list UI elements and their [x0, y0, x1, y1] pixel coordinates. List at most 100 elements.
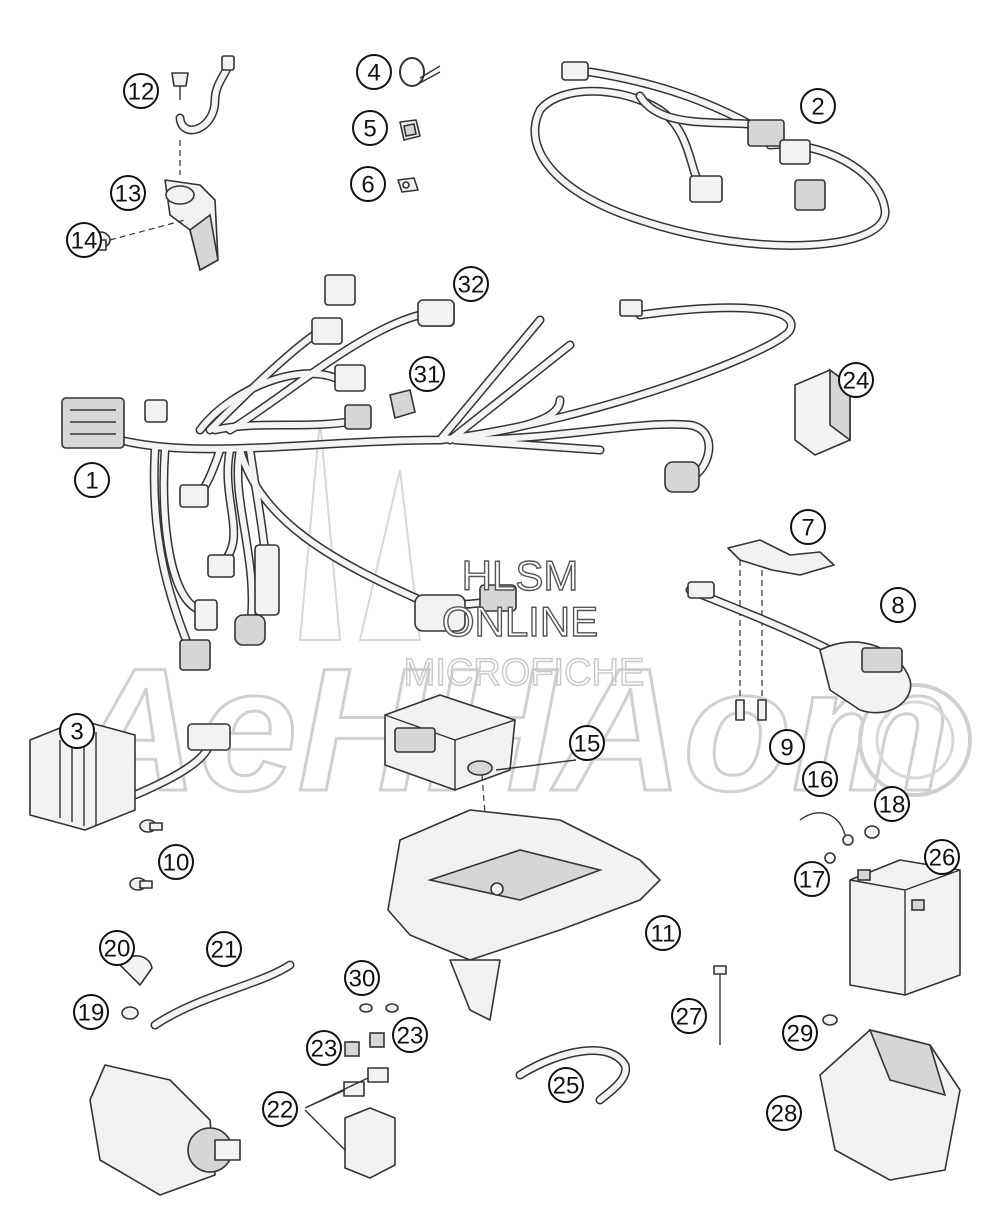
part-21-starter-cable: [150, 960, 295, 1030]
callout-circle: [392, 1017, 428, 1053]
callout-number: 14: [71, 228, 98, 255]
callout-18: 18: [874, 786, 910, 822]
callout-circle: [123, 73, 159, 109]
watermark-motorcycle-outline: [298, 419, 972, 797]
callout-30: 30: [344, 960, 380, 996]
part-7-bracket: [727, 539, 835, 576]
part-12-button: [171, 72, 189, 100]
callout-circle: [924, 839, 960, 875]
callout-number: 8: [891, 593, 904, 620]
part-2-sub-harness: [530, 61, 890, 250]
starter-motor: [89, 1064, 241, 1196]
callout-number: 31: [414, 362, 441, 389]
part-19-nut: [121, 1006, 139, 1020]
callout-number: 32: [458, 272, 485, 299]
callout-27: 27: [671, 998, 707, 1034]
part-13-bracket: [164, 179, 219, 272]
callout-circle: [73, 994, 109, 1030]
callout-32: 32: [453, 266, 489, 302]
callout-number: 12: [128, 79, 155, 106]
part-5-clip: [399, 119, 421, 141]
callout-9: 9: [769, 729, 805, 765]
callout-11: 11: [645, 915, 681, 951]
callout-circle: [262, 1091, 298, 1127]
callout-circle: [409, 356, 445, 392]
callout-1: 1: [74, 462, 110, 498]
callout-number: 24: [843, 368, 870, 395]
callout-circle: [671, 998, 707, 1034]
callout-20: 20: [99, 930, 135, 966]
callout-circle: [356, 54, 392, 90]
callout-number: 22: [267, 1097, 294, 1124]
callout-19: 19: [73, 994, 109, 1030]
callout-29: 29: [782, 1015, 818, 1051]
callout-4: 4: [356, 54, 392, 90]
callout-25: 25: [548, 1067, 584, 1103]
callout-12: 12: [123, 73, 159, 109]
callout-14: 14: [66, 222, 102, 258]
watermark-line3: MICROFICHE: [404, 652, 645, 694]
callout-number: 29: [787, 1021, 814, 1048]
part-31-connector: [389, 389, 416, 420]
part-18-screw: [864, 825, 880, 839]
callout-28: 28: [766, 1095, 802, 1131]
callout-number: 23: [397, 1023, 424, 1050]
callout-circle: [350, 166, 386, 202]
callout-circle: [453, 266, 489, 302]
callout-circle: [352, 110, 388, 146]
callout-circle: [645, 915, 681, 951]
callout-23b: 23: [392, 1017, 428, 1053]
callout-number: 25: [553, 1073, 580, 1100]
callout-number: 1: [85, 468, 98, 495]
callout-3: 3: [59, 713, 95, 749]
part-28-battery-cover: [819, 1028, 961, 1181]
callout-number: 30: [349, 966, 376, 993]
callout-circle: [110, 175, 146, 211]
callout-circle: [344, 960, 380, 996]
callout-circle: [802, 761, 838, 797]
part-4-cable-tie: [399, 57, 441, 87]
callout-number: 16: [807, 767, 834, 794]
callout-number: 3: [70, 719, 83, 746]
callout-number: 19: [78, 1000, 105, 1027]
callout-number: 15: [574, 731, 601, 758]
callout-number: 18: [879, 792, 906, 819]
callout-number: 27: [676, 1004, 703, 1031]
callout-number: 17: [799, 867, 826, 894]
part-3-regulator: [29, 719, 231, 831]
callout-6: 6: [350, 166, 386, 202]
part-15-grommet: [467, 760, 493, 776]
callout-circle: [59, 713, 95, 749]
part-17-washer: [824, 852, 836, 864]
callout-7: 7: [790, 509, 826, 545]
part-29-screw: [822, 1014, 838, 1026]
callout-16: 16: [802, 761, 838, 797]
callout-circle: [880, 587, 916, 623]
callout-number: 4: [367, 60, 380, 87]
part-12-cable: [175, 55, 235, 135]
callout-5: 5: [352, 110, 388, 146]
callout-number: 6: [361, 172, 374, 199]
part-27-fuse-puller: [713, 965, 727, 1045]
callout-15: 15: [569, 725, 605, 761]
callout-circle: [548, 1067, 584, 1103]
part-11-battery-tray: [387, 809, 661, 1021]
callout-circle: [158, 844, 194, 880]
part-8-sensor: [685, 581, 912, 714]
part-30-screws: [359, 1003, 399, 1013]
callout-21: 21: [206, 931, 242, 967]
callout-31: 31: [409, 356, 445, 392]
callout-number: 28: [771, 1101, 798, 1128]
callout-circle: [74, 462, 110, 498]
hlsm-watermark: HLSM ONLINE MICROFICHE: [403, 551, 645, 694]
callout-circle: [794, 861, 830, 897]
watermark-line1: HLSM: [462, 552, 579, 599]
callout-circle: [782, 1015, 818, 1051]
part-23-fuses: [344, 1032, 385, 1057]
callout-number: 26: [929, 845, 956, 872]
callout-10: 10: [158, 844, 194, 880]
part-10-screws: [129, 819, 163, 891]
callout-circle: [874, 786, 910, 822]
